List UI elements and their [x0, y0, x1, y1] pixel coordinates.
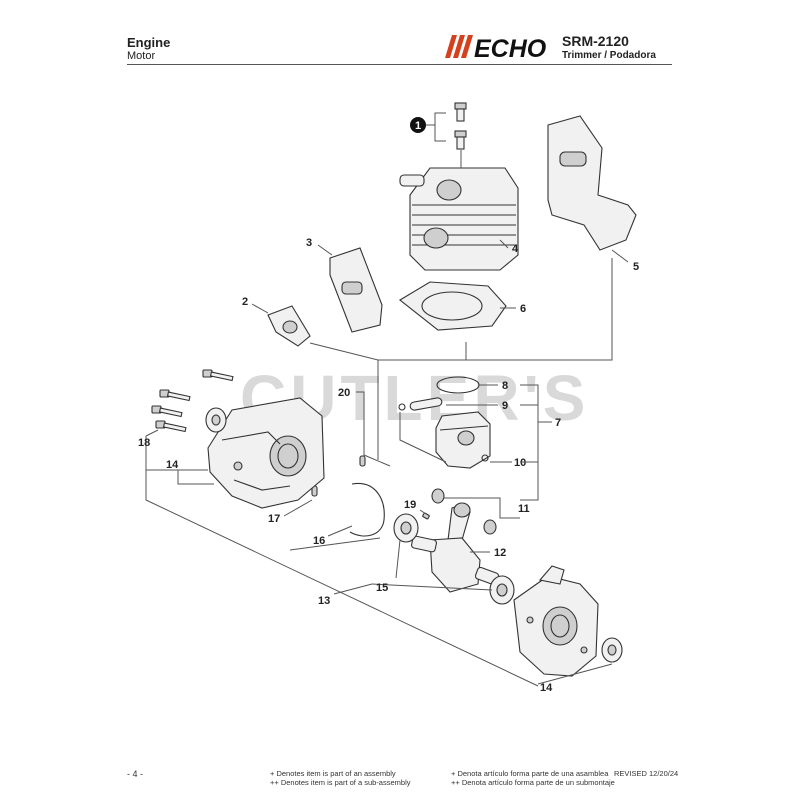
- small-end-bearing-top: [431, 488, 445, 504]
- callout-4: 4: [512, 243, 519, 255]
- callout-20: 20: [338, 387, 350, 399]
- intake-gasket: [329, 247, 383, 333]
- main-bearing-left: [393, 513, 419, 543]
- callout-15: 15: [376, 582, 388, 594]
- piston-pin: [409, 397, 443, 411]
- callout-14-right: 14: [540, 682, 553, 694]
- revision-date: REVISED 12/20/24: [614, 769, 679, 778]
- piston-clip-right: [481, 454, 489, 462]
- callout-17: 17: [268, 513, 280, 525]
- heat-shield: [547, 115, 637, 251]
- insulator: [267, 305, 311, 347]
- callout-16: 16: [313, 535, 325, 547]
- brand-wordmark: ECHO: [474, 35, 547, 60]
- header-rule: [127, 64, 672, 65]
- brand-logo: ECHO: [445, 35, 547, 60]
- brand-slash-stripes: [445, 35, 473, 58]
- callout-2: 2: [242, 296, 248, 308]
- callout-11: 11: [518, 503, 530, 515]
- callout-12: 12: [494, 547, 506, 559]
- callout-7: 7: [555, 417, 561, 429]
- note-subassembly-en: ++ Denotes item is part of a sub-assembl…: [270, 778, 411, 787]
- callout-6: 6: [520, 303, 526, 315]
- callout-18: 18: [138, 437, 150, 449]
- piston-clip-left: [398, 403, 406, 411]
- callout-14-left: 14: [166, 459, 179, 471]
- section-subtitle: Motor: [127, 50, 156, 62]
- callout-19: 19: [404, 499, 416, 511]
- crankcase-left: [207, 397, 325, 509]
- callout-8: 8: [502, 380, 508, 392]
- page-number: - 4 -: [127, 769, 144, 779]
- callout-13: 13: [318, 595, 330, 607]
- oil-seal-left: [205, 407, 227, 433]
- note-assembly-en: + Denotes item is part of an assembly: [270, 769, 396, 778]
- model-subtitle: Trimmer / Podadora: [562, 50, 656, 61]
- cylinder: [399, 167, 519, 271]
- note-subassembly-es: ++ Denota artículo forma parte de un sub…: [451, 778, 615, 787]
- crankcase-bolts: [151, 369, 234, 433]
- main-bearing-right: [489, 575, 515, 605]
- callout-1: 1: [415, 120, 421, 132]
- crankcase-gasket: [349, 482, 385, 537]
- callout-5: 5: [633, 261, 639, 273]
- oil-seal-right: [601, 637, 623, 663]
- callout-9: 9: [502, 400, 508, 412]
- small-end-bearing-bottom: [483, 519, 497, 535]
- woodruff-key: [422, 512, 430, 520]
- model-number: SRM-2120: [562, 33, 629, 49]
- callout-10: 10: [514, 457, 526, 469]
- crankcase-right: [513, 565, 599, 677]
- cylinder-bolts: [454, 102, 467, 150]
- note-assembly-es: + Denota artículo forma parte de una asa…: [451, 769, 609, 778]
- section-title: Engine: [127, 35, 171, 50]
- piston: [435, 411, 491, 469]
- callout-1-badge: [410, 117, 426, 133]
- callout-3: 3: [306, 237, 312, 249]
- cylinder-base-gasket: [399, 281, 507, 331]
- dowel-pin-top: [359, 455, 366, 467]
